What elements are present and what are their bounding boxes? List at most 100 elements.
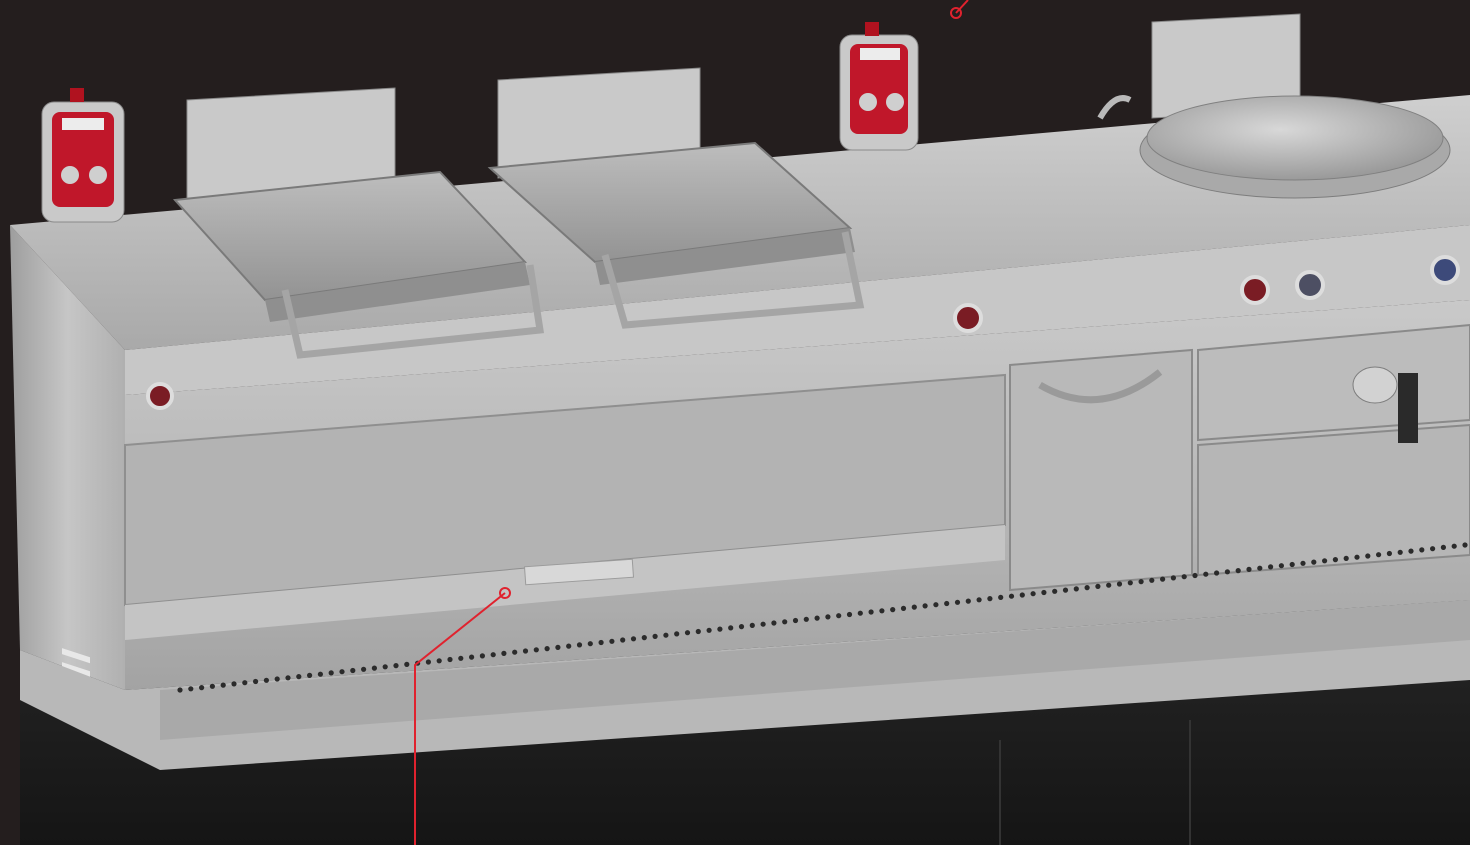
vent-hole [350, 667, 356, 674]
vent-hole [1343, 555, 1349, 562]
vent-hole [1149, 577, 1155, 583]
vent-hole [738, 624, 745, 630]
vent-hole [1008, 593, 1015, 599]
vent-hole [717, 626, 723, 632]
vent-hole [976, 597, 982, 603]
vent-hole [1224, 569, 1230, 575]
knob-icon [953, 303, 983, 333]
control-knobs [146, 255, 1460, 410]
vent-hole [1376, 552, 1382, 558]
vent-hole [846, 611, 853, 618]
vent-hole [263, 677, 269, 683]
vent-hole [177, 687, 183, 693]
water-tap [1352, 366, 1418, 443]
vent-hole [1430, 546, 1436, 552]
digital-controller-left [41, 88, 125, 223]
vent-hole [382, 664, 388, 670]
vent-hole [436, 658, 442, 664]
vent-hole [836, 613, 842, 619]
vent-hole [242, 680, 248, 686]
vent-hole [1397, 549, 1403, 555]
vent-hole [922, 603, 928, 609]
vent-hole [393, 663, 399, 669]
vent-hole [1246, 566, 1252, 573]
vent-hole [1440, 544, 1446, 551]
vent-hole [1030, 591, 1036, 597]
vent-hole [447, 656, 453, 663]
knob-icon [1430, 255, 1460, 285]
vent-hole [512, 649, 518, 655]
vent-hole [285, 675, 291, 681]
vent-hole [1095, 583, 1101, 590]
vent-hole [1462, 542, 1468, 548]
vent-hole [598, 639, 604, 646]
vent-hole [339, 669, 345, 675]
vent-hole [933, 602, 939, 608]
vent-hole [1127, 580, 1133, 586]
vent-hole [576, 642, 583, 648]
vent-hole [803, 616, 809, 622]
vent-hole [825, 614, 831, 620]
vent-hole [728, 625, 734, 631]
vent-hole [998, 594, 1004, 601]
vent-hole [1019, 592, 1025, 598]
vent-hole [814, 615, 820, 621]
vent-hole [1354, 554, 1360, 560]
vent-hole [900, 605, 907, 612]
vent-hole [1300, 560, 1306, 566]
vent-hole [1408, 548, 1414, 554]
vent-hole [1170, 575, 1176, 581]
vent-hole [1214, 570, 1220, 576]
vent-hole [1451, 543, 1457, 549]
knob-icon [1295, 270, 1325, 300]
vent-hole [684, 630, 691, 636]
vent-hole [253, 678, 259, 685]
vent-hole [620, 637, 626, 643]
vent-hole [458, 655, 464, 661]
vent-hole [706, 627, 712, 633]
vent-hole [425, 659, 431, 665]
vent-hole [317, 671, 323, 677]
vent-hole [1073, 586, 1079, 592]
vent-hole [188, 686, 194, 692]
tilting-pan-right [487, 141, 865, 329]
vent-hole [879, 608, 885, 614]
vent-hole [609, 638, 615, 644]
knob-icon [1240, 275, 1270, 305]
vent-hole [987, 596, 993, 602]
vent-hole [890, 607, 896, 613]
vent-hole [522, 648, 529, 654]
vent-hole [1386, 550, 1392, 557]
vent-hole [371, 665, 377, 671]
side-panel [10, 225, 125, 690]
callout-top [950, 0, 969, 19]
vent-hole [1160, 576, 1166, 582]
vent-hole [1419, 547, 1425, 553]
vent-hole [544, 646, 550, 652]
callout-drawer [414, 587, 511, 845]
door-handle [1038, 369, 1163, 404]
vent-hole [1138, 579, 1144, 585]
vent-hole [954, 599, 961, 605]
vent-hole [209, 683, 215, 689]
digital-controller-right [839, 22, 919, 151]
vent-holes [177, 542, 1468, 693]
vent-hole [404, 661, 410, 668]
vent-hole [587, 641, 593, 647]
vent-hole [490, 652, 496, 658]
vent-hole [1268, 564, 1274, 570]
vent-hole [760, 621, 766, 627]
vent-hole [296, 674, 302, 680]
vent-hole [199, 685, 205, 691]
knob-icon [146, 382, 174, 410]
boiling-kettle [1097, 95, 1451, 199]
vent-hole [663, 632, 669, 638]
vent-hole [1257, 565, 1263, 571]
vent-hole [1235, 568, 1241, 574]
vent-hole [566, 643, 572, 649]
vent-hole [965, 598, 971, 604]
vent-hole [674, 631, 680, 637]
vent-hole [501, 650, 507, 657]
right-door [1197, 423, 1470, 577]
vent-hole [1084, 585, 1090, 591]
